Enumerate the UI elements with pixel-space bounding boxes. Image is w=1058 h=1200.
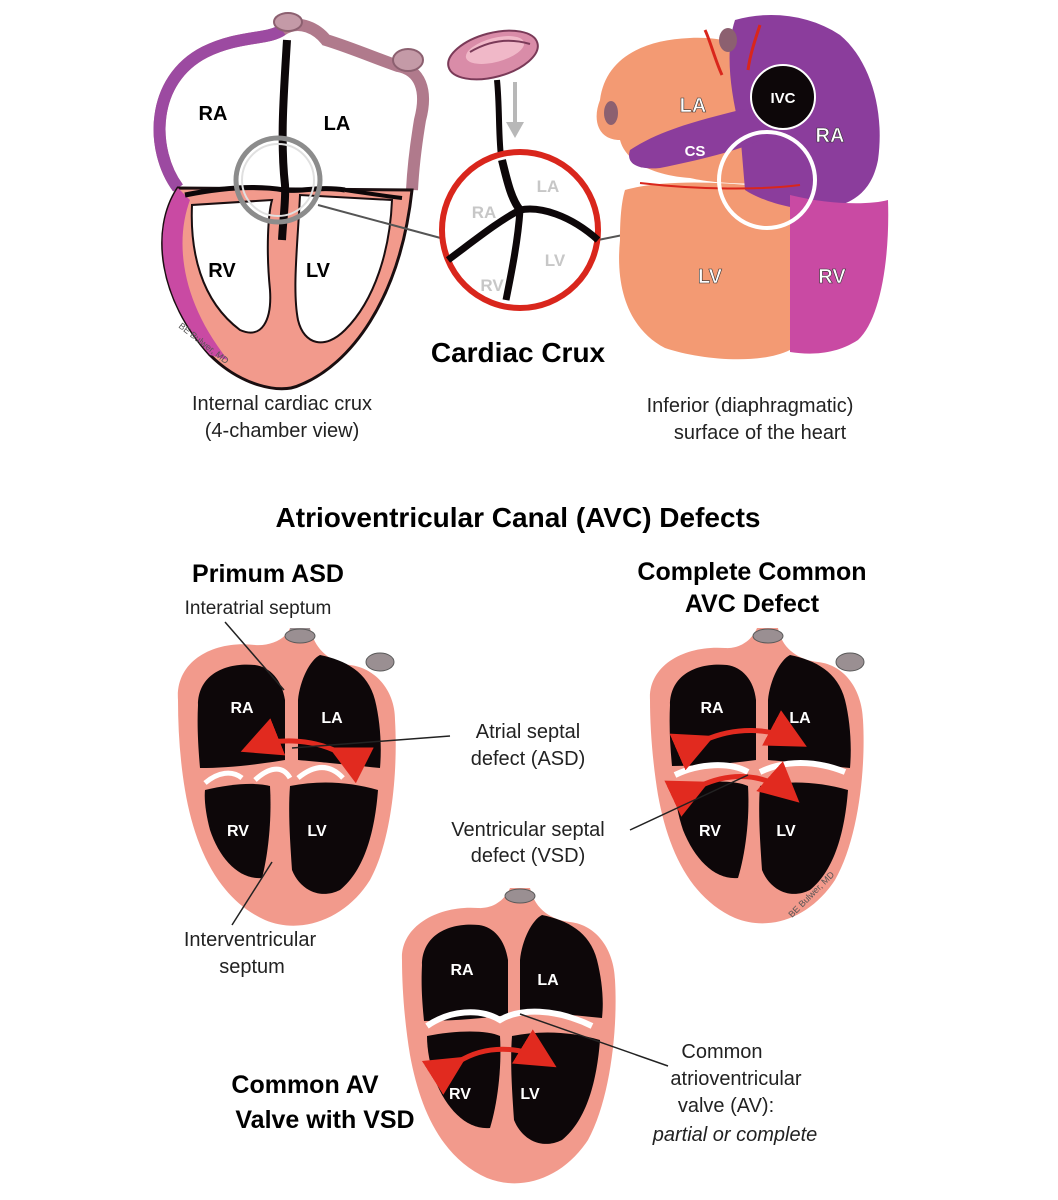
label-la-4chamber: LA — [324, 113, 351, 135]
label-cs: CS — [685, 143, 706, 160]
label-la-inferior: LA — [680, 95, 707, 117]
cav-pointer — [519, 1013, 669, 1067]
complete-avc-title-line2: AVC Defect — [685, 590, 820, 618]
common-av-vsd-heart: RA LA RV LV — [401, 888, 616, 1184]
primum-asd-title: Primum ASD — [192, 560, 344, 588]
label-ra-primum: RA — [230, 700, 254, 717]
complete-avc-heart: RA LA RV LV BE Bulwer, MD — [649, 628, 865, 924]
label-lv-inferior: LV — [698, 266, 723, 288]
inferior-caption-line1: Inferior (diaphragmatic) — [647, 395, 854, 417]
label-rv-4chamber: RV — [208, 260, 236, 282]
ivs-label-line2: septum — [219, 956, 285, 978]
label-lv-primum: LV — [307, 823, 327, 840]
label-rv-inferior: RV — [818, 266, 846, 288]
label-la-complete: LA — [789, 710, 811, 727]
label-la-primum: LA — [321, 710, 343, 727]
ivs-pointer — [231, 861, 273, 926]
inferior-surface-heart: LA IVC RA CS LV RV — [596, 15, 889, 360]
label-ra-commonav: RA — [450, 962, 474, 979]
interatrial-septum-label: Interatrial septum — [185, 598, 332, 619]
label-rv-complete: RV — [699, 823, 721, 840]
common-av-title-line2: Valve with VSD — [235, 1106, 414, 1134]
crux-detail: RA LA LV RV — [439, 29, 601, 311]
label-ra-crux: RA — [472, 203, 497, 222]
label-lv-complete: LV — [776, 823, 796, 840]
complete-avc-title-line1: Complete Common — [637, 558, 866, 586]
label-lv-4chamber: LV — [306, 260, 331, 282]
cav-label-line4: partial or complete — [652, 1124, 818, 1146]
internal-caption-line2: (4-chamber view) — [205, 420, 359, 442]
label-rv-primum: RV — [227, 823, 249, 840]
avc-section-title: Atrioventricular Canal (AVC) Defects — [276, 502, 761, 533]
label-lv-crux: LV — [545, 251, 566, 270]
label-la-commonav: LA — [537, 972, 559, 989]
ivs-label-line1: Interventricular — [184, 929, 317, 951]
label-ra-4chamber: RA — [199, 103, 228, 125]
label-ra-complete: RA — [700, 700, 724, 717]
asd-pointer — [291, 735, 451, 749]
label-rv-crux: RV — [480, 276, 504, 295]
label-ra-inferior: RA — [816, 125, 845, 147]
vsd-label-line1: Ventricular septal — [451, 819, 604, 841]
label-la-crux: LA — [537, 177, 560, 196]
label-ivc: IVC — [770, 90, 795, 107]
label-rv-commonav: RV — [449, 1086, 471, 1103]
internal-caption-line1: Internal cardiac crux — [192, 393, 372, 415]
four-chamber-heart: RA LA RV LV BE Bulwer, MD — [153, 12, 429, 391]
asd-label-line1: Atrial septal — [476, 721, 581, 743]
vsd-pointer — [629, 774, 749, 831]
label-lv-commonav: LV — [520, 1086, 540, 1103]
cav-label-line3: valve (AV): — [678, 1095, 774, 1117]
cardiac-crux-title: Cardiac Crux — [431, 337, 606, 368]
asd-label-line2: defect (ASD) — [471, 748, 585, 770]
primum-asd-heart: RA LA RV LV — [177, 628, 396, 926]
common-av-title-line1: Common AV — [231, 1071, 379, 1099]
connector-left — [317, 204, 449, 241]
inferior-caption-line2: surface of the heart — [674, 422, 847, 444]
cav-label-line2: atrioventricular — [670, 1068, 802, 1090]
cav-label-line1: Common — [681, 1041, 762, 1063]
vsd-label-line2: defect (VSD) — [471, 845, 585, 867]
interatrial-pointer — [224, 621, 285, 691]
